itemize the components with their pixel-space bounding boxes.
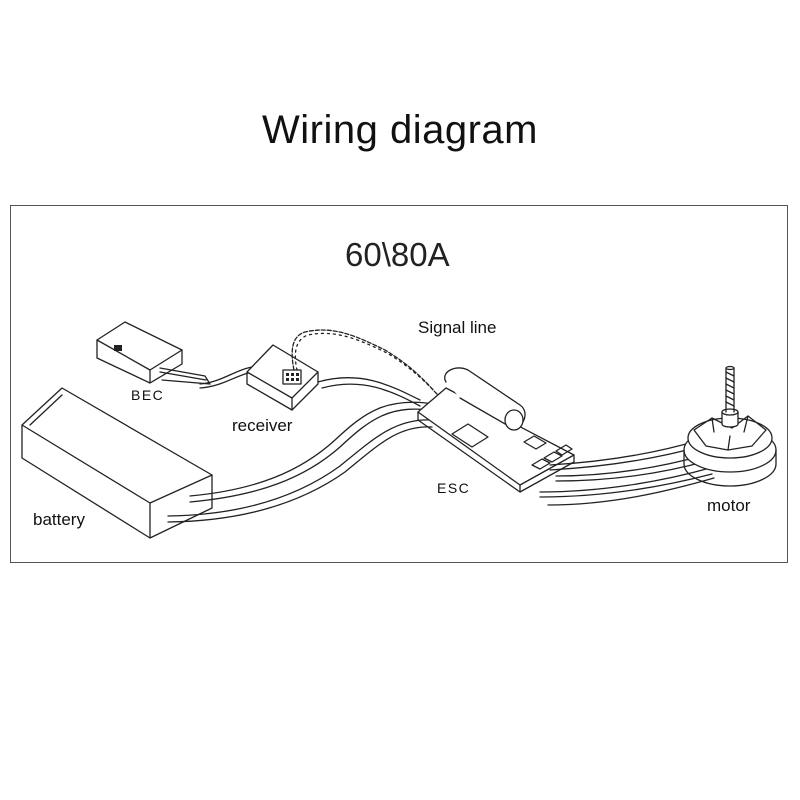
battery-illustration: [21, 387, 213, 539]
motor-label: motor: [707, 496, 751, 515]
bec-illustration: [96, 321, 211, 385]
esc-illustration: [417, 367, 575, 493]
current-rating-label: 60\80A: [345, 236, 450, 273]
esc-label: ESC: [437, 480, 471, 496]
diagram-title: Wiring diagram: [262, 108, 538, 152]
motor-illustration: [683, 365, 777, 487]
signal-line-label: Signal line: [418, 318, 497, 337]
receiver-label: receiver: [232, 416, 293, 435]
signal-line-wire: [291, 329, 438, 395]
diagram-frame: [10, 205, 788, 563]
battery-power-wires: [167, 377, 441, 523]
receiver-illustration: [246, 344, 319, 411]
bec-label: BEC: [131, 387, 165, 403]
battery-label: battery: [33, 510, 85, 529]
